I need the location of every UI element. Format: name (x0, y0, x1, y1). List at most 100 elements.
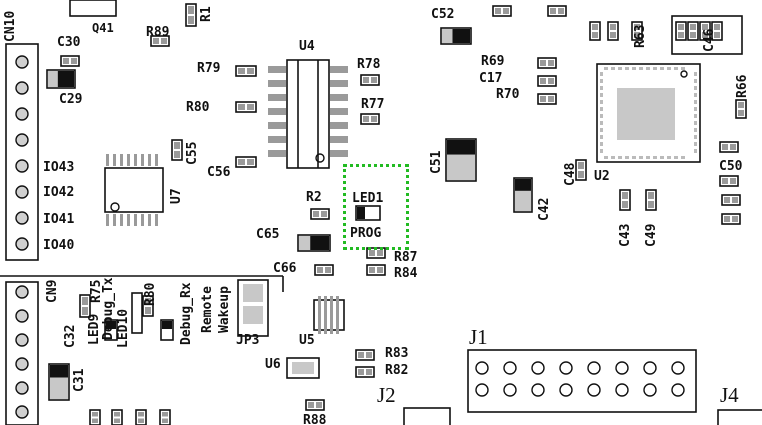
label-U4: U4 (299, 39, 315, 54)
label-Debug-Rx: Debug_Rx (179, 282, 194, 345)
header-pin (15, 107, 29, 121)
pad-dark (57, 71, 74, 87)
label-CN10: CN10 (3, 10, 18, 42)
u3-pin (694, 100, 697, 104)
header-pin (15, 81, 29, 95)
u3-pin (694, 149, 697, 153)
pad (690, 24, 696, 30)
pad (48, 71, 58, 87)
r2-footprint (310, 208, 330, 220)
u3-pin (694, 135, 697, 139)
header-pin (15, 55, 29, 69)
u3-pin (674, 156, 678, 159)
j1-pin (615, 361, 629, 375)
part-footprint (687, 21, 699, 41)
pad (366, 369, 372, 375)
label-R63: R63 (633, 24, 648, 48)
label-C30: C30 (57, 35, 81, 50)
r80b-footprint (142, 295, 154, 317)
pad (92, 418, 98, 423)
u6-pad (292, 362, 314, 374)
label-R87: R87 (394, 250, 418, 265)
pad (369, 267, 375, 273)
u7-pin (127, 214, 130, 226)
u3-pin (694, 107, 697, 111)
u4-pin-right (330, 122, 348, 129)
pad (371, 77, 377, 83)
label-IO40: IO40 (43, 238, 75, 253)
label-R80b: R80 (143, 282, 158, 306)
u3-pin (600, 86, 603, 90)
pad (548, 96, 554, 102)
pad (678, 24, 684, 30)
label-R78: R78 (357, 57, 381, 72)
part-footprint (607, 21, 619, 41)
pad (153, 38, 159, 44)
u3-pin (667, 156, 671, 159)
pad (138, 412, 144, 417)
u3-pin (600, 149, 603, 153)
pad (714, 32, 720, 38)
label-R77: R77 (361, 97, 385, 112)
pad (358, 352, 364, 358)
u3-pin (646, 156, 650, 159)
j1-pin (643, 383, 657, 397)
pad (503, 8, 509, 14)
u7-pin (134, 154, 137, 166)
jp3-pad (243, 284, 263, 302)
j1-pin (615, 383, 629, 397)
r78-footprint (360, 74, 380, 86)
label-IO42: IO42 (43, 185, 75, 200)
u7-pin (141, 154, 144, 166)
u7-pin (106, 154, 109, 166)
label-R88: R88 (303, 413, 327, 425)
part-footprint (675, 21, 687, 41)
u3-pin (694, 128, 697, 132)
r89-footprint (150, 35, 170, 47)
pad (174, 151, 180, 158)
j1-pin (531, 383, 545, 397)
pad (138, 418, 144, 423)
u3-pin (694, 72, 697, 76)
header-pin (15, 405, 29, 419)
debug-part (131, 292, 143, 334)
j1-pin (671, 361, 685, 375)
pad (540, 60, 546, 66)
r82-footprint (355, 366, 375, 378)
j2-header (403, 407, 451, 425)
label-JP3: JP3 (236, 333, 260, 348)
pad (82, 307, 88, 315)
pad (702, 32, 708, 38)
u3-pin (600, 107, 603, 111)
pad (308, 402, 314, 408)
r75-footprint (79, 294, 91, 318)
pad-dark (106, 321, 116, 329)
u7-pin1-dot (110, 202, 120, 212)
pad (738, 110, 744, 116)
label-PROG: PROG (350, 226, 382, 241)
pad (515, 190, 531, 211)
pad (540, 96, 546, 102)
pad (247, 104, 254, 110)
header-pin (15, 237, 29, 251)
u3-pin (625, 67, 629, 70)
r79-footprint (235, 65, 257, 77)
j1-pin (503, 383, 517, 397)
j1-pin (475, 361, 489, 375)
part-footprint (159, 409, 171, 425)
u3-pin (681, 67, 685, 70)
label-Debug-Tx: Debug_Tx (101, 277, 116, 340)
r66-footprint (735, 99, 747, 119)
label-C49: C49 (644, 223, 659, 247)
pad (724, 216, 730, 222)
header-pin (15, 211, 29, 225)
pad (442, 29, 453, 43)
u3-pin (600, 100, 603, 104)
u7-pin (148, 154, 151, 166)
j1-pin (643, 361, 657, 375)
pad-dark (447, 140, 475, 155)
c17-footprint (537, 75, 557, 87)
u3-pin (611, 67, 615, 70)
